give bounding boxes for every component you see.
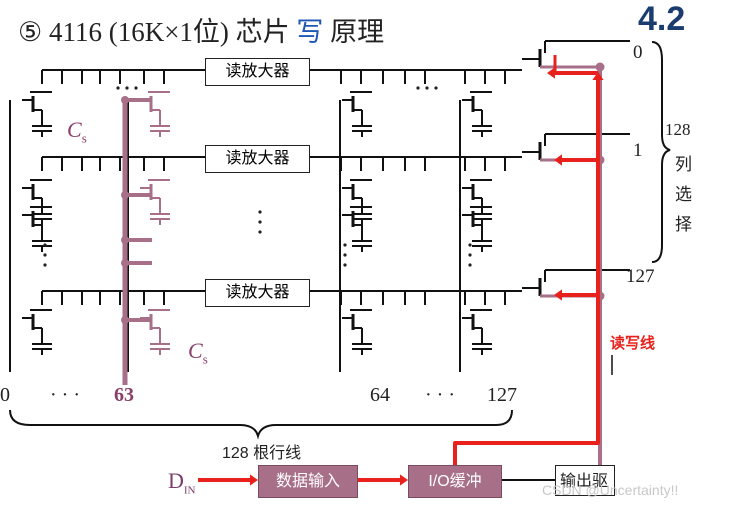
- top-dots-right-1: [425, 86, 429, 90]
- bus-arrow-head: [592, 72, 604, 80]
- top-dots-right-2: [434, 86, 438, 90]
- sense-amp-box-0: 读放大器: [205, 58, 310, 86]
- top-dots-1: [125, 86, 129, 90]
- section-badge: 4.2: [638, 0, 686, 38]
- memory-cell-0: [22, 91, 52, 137]
- column-63-node-4: [121, 316, 129, 324]
- column-select-transistor-2: [522, 269, 630, 298]
- memory-cell-12: [22, 206, 52, 252]
- watermark: CSDN @Uncertainty!!: [542, 482, 679, 498]
- column-63-node-1: [121, 191, 129, 199]
- row-lines-label: 128 根行线: [222, 445, 302, 462]
- top-dots-2: [134, 86, 138, 90]
- array-dots-c-1: [343, 253, 347, 257]
- array-dots-a-2: [43, 263, 47, 267]
- row-lines-brace: [9, 409, 513, 440]
- column-select-1: 1: [633, 140, 643, 161]
- column-63-node-0: [121, 96, 129, 104]
- memory-cell-3: [462, 91, 492, 137]
- array-dots-c-0: [343, 243, 347, 247]
- io-buffer-box: I/O缓冲: [408, 465, 502, 498]
- column-select-char-2: 择: [675, 215, 692, 234]
- top-dots-0: [116, 86, 120, 90]
- column-select-transistor-0: [522, 40, 630, 69]
- title-suffix: 原理: [330, 17, 385, 47]
- memory-cell-14: [462, 206, 492, 252]
- capacitor-label-right: Cs: [188, 338, 208, 367]
- select-0-arrow-head: [547, 67, 555, 79]
- din-label: DIN: [168, 468, 196, 497]
- memory-cell-8: [22, 309, 52, 355]
- column-select-127: 127: [626, 266, 655, 287]
- column-select-char-0: 列: [675, 155, 692, 174]
- column-select-0: 0: [633, 42, 643, 63]
- memory-cell-4: [22, 179, 52, 225]
- array-dots-b-1: [258, 220, 262, 224]
- memory-cell-9: [140, 309, 170, 355]
- column-select-transistor-1: [522, 133, 630, 162]
- column-index-ellipsis-right: · · ·: [425, 384, 455, 406]
- read-write-line-label: 读写线: [610, 335, 656, 352]
- memory-cell-6: [342, 179, 372, 225]
- memory-cell-13: [342, 206, 372, 252]
- array-dots-b-2: [258, 230, 262, 234]
- array-dots-a-0: [43, 243, 47, 247]
- column-index-0: 0: [0, 384, 10, 406]
- buffer-arrow-head: [400, 474, 408, 486]
- data-input-box: 数据输入: [258, 465, 358, 498]
- sense-amp-box-1: 读放大器: [205, 145, 310, 173]
- column-63-node-2: [121, 236, 129, 244]
- array-dots-d-2: [468, 263, 472, 267]
- array-dots-d-1: [468, 253, 472, 257]
- memory-cell-11: [462, 309, 492, 355]
- column-index-64: 64: [370, 384, 390, 406]
- top-dots-right-0: [416, 86, 420, 90]
- column-select-char-1: 选: [675, 185, 692, 204]
- title-highlight: 写: [296, 17, 324, 47]
- array-dots-c-2: [343, 263, 347, 267]
- select-1-arrow-head: [554, 154, 562, 166]
- column-63-node-3: [121, 259, 129, 267]
- page-title: ⑤ 4116 (16K×1位) 芯片 写 原理: [18, 10, 384, 49]
- bus-node-0: [595, 62, 605, 72]
- title-prefix: ⑤ 4116 (16K×1位) 芯片: [18, 17, 290, 47]
- array-dots-d-0: [468, 243, 472, 247]
- column-index-ellipsis-left: · · ·: [50, 384, 80, 406]
- buffer-to-bus-arrow: [453, 80, 600, 465]
- output-driver-box: 输出驱: [555, 465, 615, 496]
- din-arrow-head: [250, 474, 258, 486]
- memory-cell-5: [140, 179, 170, 225]
- array-dots-b-0: [258, 210, 262, 214]
- memory-cell-10: [342, 309, 372, 355]
- memory-cell-7: [462, 179, 492, 225]
- array-dots-a-1: [43, 253, 47, 257]
- capacitor-label-left: Cs: [67, 117, 87, 146]
- select-127-arrow-head: [554, 289, 562, 301]
- column-select-brace: [651, 41, 671, 263]
- column-select-count: 128: [665, 120, 691, 139]
- memory-cell-2: [342, 91, 372, 137]
- column-index-127: 127: [487, 384, 517, 406]
- sense-amp-box-2: 读放大器: [205, 279, 310, 307]
- column-index-63: 63: [114, 384, 134, 406]
